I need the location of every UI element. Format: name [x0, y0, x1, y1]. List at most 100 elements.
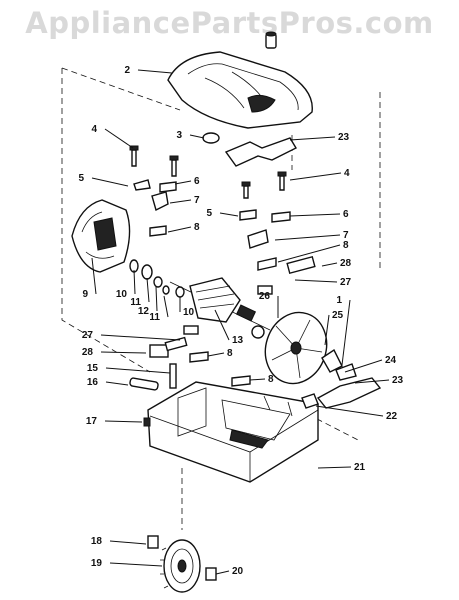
callout-c8d: 8 — [249, 374, 274, 385]
callout-number: 6 — [343, 209, 349, 220]
callout-c6a: 6 — [174, 176, 200, 187]
field-coil — [71, 199, 131, 273]
callout-number: 11 — [149, 312, 160, 323]
callout-leader-line — [91, 257, 97, 295]
callout-c15: 15 — [87, 363, 171, 374]
bracket-22 — [301, 393, 319, 409]
callout-leader-line — [189, 134, 205, 139]
callout-c10a: 10 — [116, 269, 136, 300]
bearings-and-washers — [129, 259, 185, 298]
callout-number: 4 — [91, 124, 97, 135]
callout-number: 8 — [227, 348, 233, 359]
callout-leader-line — [344, 359, 383, 373]
callout-number: 10 — [183, 307, 195, 318]
callout-number: 13 — [232, 335, 244, 346]
callout-c11a: 11 — [130, 277, 150, 308]
callout-number: 27 — [340, 277, 352, 288]
callout-number: 5 — [78, 173, 84, 184]
callout-c27b: 27 — [82, 330, 181, 341]
callout-number: 12 — [138, 306, 150, 317]
callout-c1: 1 — [336, 295, 351, 366]
callout-leader-line — [321, 262, 338, 267]
callout-c22: 22 — [315, 405, 398, 422]
callout-leader-line — [105, 367, 171, 374]
callout-c4b: 4 — [289, 168, 350, 181]
callout-number: 9 — [82, 289, 88, 300]
callout-number: 8 — [194, 222, 200, 233]
callout-number: 11 — [130, 297, 141, 308]
callout-number: 25 — [332, 310, 344, 321]
callout-c28a: 28 — [321, 258, 352, 269]
callout-number: 8 — [343, 240, 349, 251]
callout-number: 18 — [91, 536, 103, 547]
watermark: AppliancePartsPros.com — [25, 6, 434, 40]
callout-c13: 13 — [214, 309, 244, 346]
callout-leader-line — [289, 172, 342, 181]
callout-leader-line — [105, 381, 129, 386]
callout-c21: 21 — [317, 462, 366, 473]
callout-leader-line — [174, 180, 192, 185]
knob-cap — [265, 31, 277, 49]
callout-number: 4 — [344, 168, 350, 179]
callout-number: 22 — [386, 411, 398, 422]
callout-number: 21 — [354, 462, 366, 473]
callout-leader-line — [249, 378, 266, 381]
switch-and-lower-gasket — [316, 348, 382, 409]
callout-leader-line — [167, 226, 192, 233]
callout-leader-line — [100, 334, 181, 341]
armature — [169, 277, 271, 331]
callout-leader-line — [146, 277, 150, 303]
callout-c9: 9 — [82, 257, 97, 300]
callout-number: 23 — [338, 132, 350, 143]
callout-c23a: 23 — [289, 132, 350, 143]
callout-leader-line — [277, 244, 341, 263]
callout-c5a: 5 — [78, 173, 129, 187]
callout-leader-line — [289, 136, 336, 141]
callout-c17: 17 — [86, 416, 143, 427]
callout-leader-line — [317, 466, 352, 469]
callout-leader-line — [274, 234, 341, 241]
callout-c8c: 8 — [207, 348, 233, 359]
grommet — [202, 132, 220, 144]
callout-leader-line — [219, 212, 239, 217]
callout-leader-line — [155, 286, 158, 312]
callout-c25: 25 — [324, 310, 344, 346]
callout-leader-line — [354, 379, 390, 384]
callout-c5b: 5 — [206, 208, 239, 219]
callout-c20: 20 — [215, 566, 244, 577]
callout-leader-line — [163, 295, 169, 318]
callout-leader-line — [215, 570, 230, 575]
callout-leader-line — [133, 269, 136, 295]
brush-holders — [149, 255, 316, 358]
callout-number: 3 — [176, 130, 182, 141]
base-housing — [147, 381, 319, 483]
callout-number: 2 — [124, 65, 130, 76]
callout-c2: 2 — [124, 65, 173, 76]
callout-c6b: 6 — [289, 209, 349, 220]
shaft-and-screw — [129, 363, 177, 427]
callout-leader-line — [214, 309, 230, 341]
upper-gasket — [224, 137, 297, 167]
callout-leader-line — [169, 199, 192, 204]
callout-number: 19 — [91, 558, 103, 569]
callout-c23b: 23 — [354, 375, 404, 386]
callout-number: 16 — [87, 377, 99, 388]
callout-c3: 3 — [176, 130, 205, 141]
callout-c12: 12 — [138, 286, 158, 317]
top-housing-cover — [167, 51, 313, 129]
callout-number: 7 — [343, 230, 349, 241]
callout-c8b: 8 — [277, 240, 349, 263]
callout-c7b: 7 — [274, 230, 349, 241]
callout-c19: 19 — [91, 558, 163, 569]
callout-leader-line — [289, 213, 341, 217]
callout-leader-line — [137, 69, 173, 74]
callout-number: 6 — [194, 176, 200, 187]
callout-c26: 26 — [259, 291, 279, 318]
callout-number: 26 — [259, 291, 271, 302]
callout-number: 28 — [82, 347, 94, 358]
callout-leader-line — [324, 314, 330, 346]
cooling-fan — [251, 311, 328, 385]
